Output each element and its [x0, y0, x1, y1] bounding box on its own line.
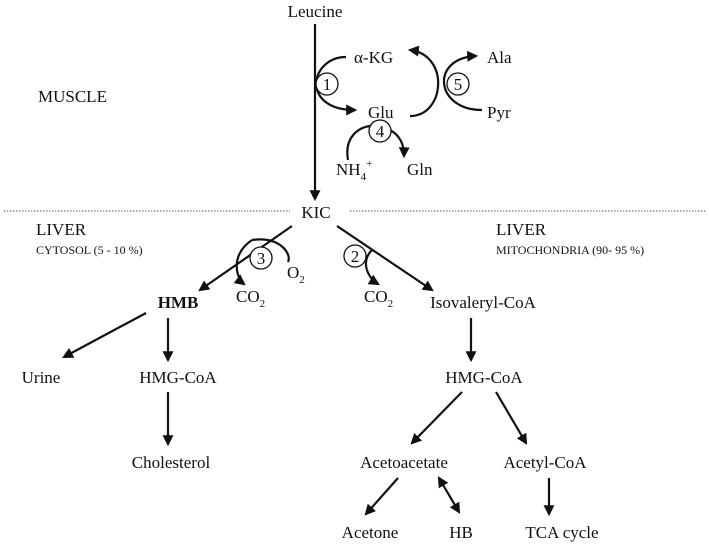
liver-right-label: LIVER [496, 220, 547, 239]
acetoacetate-hb-bidirectional-arrow [437, 476, 461, 514]
enzyme-4-label: 4 [376, 122, 385, 141]
cytosol-label: CYTOSOL (5 - 10 %) [36, 243, 143, 257]
enzyme-1-circle [315, 72, 339, 96]
hmb-label: HMB [158, 293, 199, 312]
reaction-5-arc-right [442, 50, 483, 112]
acetoacetate-label: Acetoacetate [360, 453, 448, 472]
o2-label: O2 [287, 263, 305, 286]
kic-to-isovaleryl-arrow [336, 225, 434, 292]
hb-label: HB [449, 523, 473, 542]
enzyme-5-label: 5 [454, 75, 463, 94]
muscle-label: MUSCLE [38, 87, 107, 106]
pyr-label: Pyr [487, 103, 511, 122]
kic-to-hmb-arrow [198, 225, 293, 292]
enzyme-2-label: 2 [351, 247, 360, 266]
reaction-2-arc-co2 [364, 249, 380, 286]
ala-label: Ala [487, 48, 512, 67]
hmgcoa-left-label: HMG-CoA [139, 368, 217, 387]
acetylcoa-label: Acetyl-CoA [503, 453, 587, 472]
liver-left-label: LIVER [36, 220, 87, 239]
enzyme-2-circle [343, 244, 367, 268]
nh4-label: NH4+ [336, 158, 372, 183]
kic-label: KIC [301, 203, 330, 222]
acetone-label: Acetone [342, 523, 399, 542]
acetoacetate-to-acetone-arrow [364, 477, 399, 516]
gln-label: Gln [407, 160, 433, 179]
hmgcoa-right-label: HMG-CoA [445, 368, 523, 387]
urine-label: Urine [22, 368, 61, 387]
enzyme-5-circle [446, 72, 470, 96]
enzyme-3-circle [249, 246, 273, 270]
co2-left-label: CO2 [236, 287, 265, 310]
mitochondria-label: MITOCHONDRIA (90- 95 %) [496, 243, 644, 257]
isovaleryl-coa-label: Isovaleryl-CoA [430, 293, 536, 312]
enzyme-4-circle [368, 119, 392, 143]
reaction-3-arc-o2 [251, 238, 290, 263]
tca-cycle-label: TCA cycle [525, 523, 598, 542]
reaction-5-arc-left [407, 45, 440, 118]
co2-right-label: CO2 [364, 287, 393, 310]
enzyme-1-label: 1 [323, 75, 332, 94]
cholesterol-label: Cholesterol [132, 453, 211, 472]
hmgcoa-to-acetylcoa-arrow [495, 391, 528, 445]
hmb-to-urine-arrow [62, 312, 147, 359]
akg-label: α-KG [354, 48, 393, 67]
leucine-label: Leucine [288, 2, 343, 21]
glu-label: Glu [368, 103, 394, 122]
enzyme-3-label: 3 [257, 249, 266, 268]
hmgcoa-to-acetoacetate-arrow [410, 391, 463, 445]
reaction-3-arc-co2 [233, 239, 253, 286]
